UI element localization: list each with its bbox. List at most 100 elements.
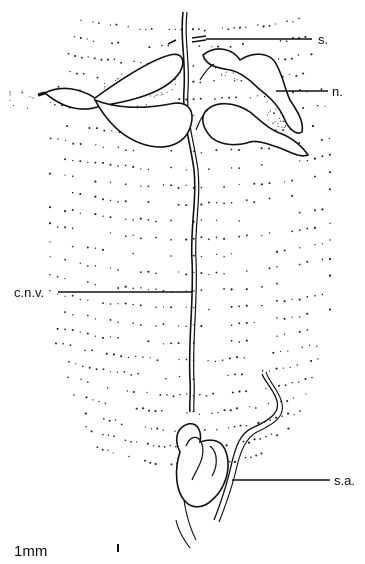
stipple-dot	[185, 326, 186, 327]
stipple-dot	[245, 457, 246, 458]
stipple-dot	[117, 287, 119, 289]
stipple-dot	[201, 152, 202, 153]
stipple-dot	[215, 361, 217, 363]
stipple-dot	[255, 455, 257, 457]
stipple-dot	[125, 440, 127, 442]
stipple-dot	[117, 201, 119, 203]
stipple-dot	[93, 41, 94, 42]
stipple-dot	[253, 201, 255, 203]
stipple-dot	[64, 259, 66, 261]
stipple-dot	[215, 149, 217, 151]
stipple-dot	[117, 321, 118, 322]
stipple-dot	[322, 243, 323, 244]
stipple-dot	[125, 165, 127, 167]
stipple-dot	[217, 46, 219, 48]
stipple-dot	[170, 306, 172, 308]
stipple-dot	[107, 450, 108, 451]
stipple-dot	[231, 324, 233, 326]
stipple-dot	[299, 229, 301, 231]
stipple-dot	[228, 427, 229, 428]
stipple-dot	[87, 381, 89, 383]
stipple-dot	[200, 272, 202, 274]
stipple-dot	[201, 289, 203, 291]
stipple-dot	[178, 187, 180, 189]
stipple-dot	[305, 393, 306, 394]
stipple-dot	[284, 58, 286, 60]
lobe-stipple-dot	[154, 96, 155, 97]
stipple-dot	[232, 391, 234, 393]
stipple-dot	[230, 409, 232, 411]
stipple-dot	[132, 288, 134, 290]
stipple-dot	[49, 222, 51, 224]
stipple-dot	[49, 256, 50, 257]
stipple-dot	[250, 97, 251, 98]
stipple-dot	[139, 29, 140, 30]
stipple-dot	[291, 230, 293, 232]
stipple-dot	[282, 129, 284, 131]
stipple-dot	[311, 377, 313, 379]
stipple-dot	[80, 263, 81, 264]
stipple-dot	[278, 58, 279, 59]
stipple-dot	[211, 46, 212, 47]
stipple-dot	[106, 353, 108, 355]
stipple-dot	[87, 333, 89, 335]
stipple-dot	[164, 446, 166, 448]
scale-bar-label: 1mm	[14, 543, 47, 560]
stipple-dot	[153, 445, 154, 446]
stipple-dot	[192, 81, 194, 83]
stipple-dot	[125, 219, 126, 220]
stipple-dot	[165, 378, 167, 380]
stipple-dot	[115, 24, 117, 26]
stipple-dot	[221, 97, 223, 99]
stipple-dot	[178, 98, 180, 100]
lobe-stipple-dot	[104, 87, 105, 88]
stipple-dot	[185, 239, 187, 241]
stipple-dot	[136, 408, 138, 410]
stipple-dot	[148, 186, 150, 188]
stipple-dot	[133, 391, 135, 393]
stipple-dot	[173, 395, 175, 397]
stipple-dot	[280, 351, 281, 352]
stipple-dot	[81, 57, 83, 59]
left-nerve-tip	[38, 93, 45, 95]
stipple-dot	[299, 299, 301, 301]
stipple-dot	[263, 25, 265, 27]
stipple-dot	[140, 218, 142, 220]
stipple-dot	[204, 30, 206, 32]
lobe-stipple-dot	[104, 83, 105, 84]
stipple-dot	[269, 25, 271, 27]
stipple-dot	[85, 412, 87, 414]
stipple-dot	[170, 167, 172, 169]
stipple-dot	[211, 413, 212, 414]
stipple-dot	[245, 26, 246, 27]
stipple-dot	[87, 162, 88, 163]
stipple-dot	[54, 104, 56, 106]
stipple-dot	[102, 249, 104, 251]
stipple-dot	[102, 434, 103, 435]
stipple-dot	[216, 272, 218, 274]
stipple-dot	[174, 430, 175, 431]
stipple-dot	[95, 265, 97, 267]
stipple-dot	[95, 318, 96, 319]
stipple-dot	[285, 384, 287, 386]
stipple-dot	[321, 208, 323, 210]
stipple-dot	[185, 204, 187, 206]
lobe-stipple-dot	[21, 92, 22, 93]
stipple-dot	[261, 147, 263, 149]
stipple-dot	[117, 78, 118, 79]
stipple-dot	[133, 235, 134, 236]
stipple-dot	[73, 394, 75, 396]
stipple-dot	[57, 276, 59, 278]
stipple-dot	[231, 253, 232, 254]
stipple-dot	[238, 322, 240, 324]
lobe-stipple-dot	[236, 79, 237, 80]
stipple-dot	[246, 199, 248, 201]
stipple-dot	[72, 314, 73, 315]
stipple-dot	[314, 244, 315, 245]
stipple-dot	[223, 273, 225, 275]
lobe-stipple-dot	[104, 86, 105, 87]
stipple-dot	[200, 98, 202, 100]
stipple-dot	[163, 323, 165, 325]
stipple-dot	[269, 370, 270, 371]
stipple-dot	[117, 165, 118, 166]
